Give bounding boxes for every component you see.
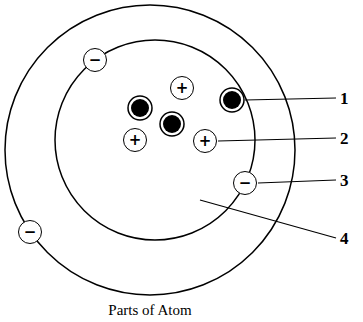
proton-circle: + — [123, 128, 147, 152]
proton-sign: + — [199, 134, 212, 149]
electron-sign: − — [89, 53, 102, 68]
callout-number: 3 — [340, 172, 349, 189]
proton-circle: + — [193, 129, 217, 153]
electron-sign: − — [239, 176, 252, 191]
caption: Parts of Atom — [108, 303, 191, 318]
electron-circle: − — [233, 171, 257, 195]
electron-circle: − — [83, 48, 107, 72]
proton-sign: + — [129, 133, 142, 148]
inner-orbit — [55, 40, 255, 240]
electron-circle: − — [18, 220, 42, 244]
electron-sign: − — [24, 225, 37, 240]
callout-number: 4 — [340, 230, 349, 247]
proton-sign: + — [176, 81, 189, 96]
leader-lines — [200, 98, 336, 238]
callout-number: 1 — [340, 90, 349, 107]
callout-number: 2 — [340, 130, 349, 147]
proton-circle: + — [170, 76, 194, 100]
outer-orbit — [5, 5, 295, 295]
